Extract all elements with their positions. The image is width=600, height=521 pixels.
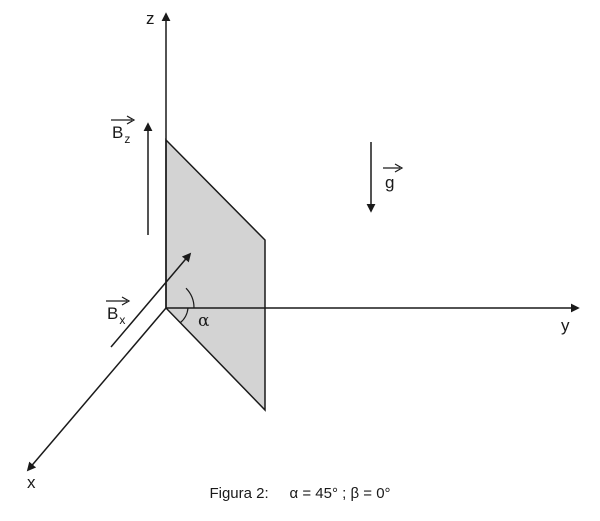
bx-vector-label: Bx	[106, 296, 131, 326]
x-axis	[26, 307, 167, 472]
y-axis-label: y	[561, 316, 570, 335]
vector-overarrow-icon	[383, 163, 404, 173]
gravity-vector-label: g	[383, 163, 404, 192]
bx-subscript: x	[119, 313, 126, 327]
angle-alpha-arc-lower	[179, 307, 189, 324]
inclined-plate	[165, 138, 266, 412]
vector-overarrow-icon	[106, 296, 131, 306]
angle-alpha-label: α	[198, 311, 210, 331]
x-axis-label: x	[27, 473, 36, 492]
bx-vector-arrow	[110, 252, 192, 348]
angle-alpha-arc	[185, 287, 195, 309]
vector-overarrow-icon	[111, 115, 136, 125]
bx-letter: B	[107, 304, 119, 323]
caption-prefix: Figura 2:	[209, 485, 269, 502]
figure-caption: Figura 2: α = 45° ; β = 0°	[0, 485, 600, 502]
z-axis-label: z	[146, 9, 155, 28]
bz-subscript: z	[124, 132, 131, 146]
g-letter: g	[385, 173, 395, 192]
bz-letter: B	[112, 123, 124, 142]
bz-vector-label: Bz	[111, 115, 136, 145]
caption-parameters: α = 45° ; β = 0°	[289, 485, 391, 502]
